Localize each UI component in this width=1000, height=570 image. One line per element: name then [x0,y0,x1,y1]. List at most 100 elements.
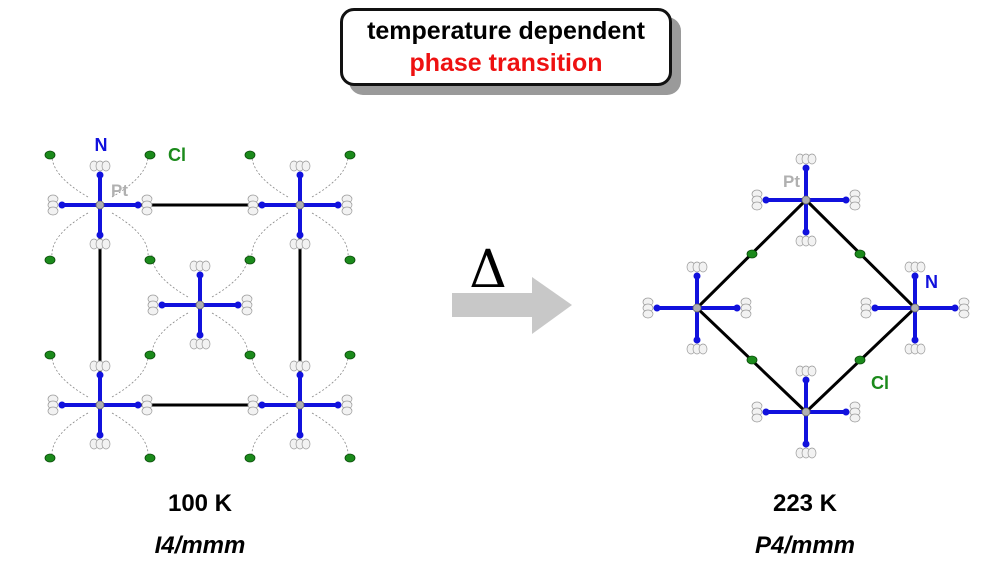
hydrogen-atom [341,406,353,416]
right-space-group: P4/mmm [735,532,875,560]
nitrogen-atom [334,201,342,209]
hydrogen-atom [740,309,752,319]
hydrogen-bond-line [51,412,89,458]
nitrogen-atom [842,408,850,416]
hydrogen-bond-line [151,252,189,298]
left-temperature: 100 K [167,490,233,517]
hydrogen-atom [301,160,311,172]
hydrogen-atom [141,406,153,416]
nitrogen-atom [802,440,810,448]
nitrogen-atom [733,304,741,312]
nitrogen-atom [802,376,810,384]
hydrogen-bond-line [311,152,349,198]
hydrogen-atom [301,438,311,450]
nitrogen-atom [762,408,770,416]
chlorine-atom [854,355,866,365]
chlorine-atom [44,150,56,160]
nitrogen-atom [871,304,879,312]
hydrogen-atom [47,406,59,416]
hydrogen-bond-line [311,412,349,458]
platinum-atom [95,200,105,210]
hydrogen-bond-line [51,212,89,258]
nitrogen-atom [258,401,266,409]
hydrogen-bond-line [111,352,149,398]
hydrogen-atom [807,235,817,247]
chlorine-atom [144,350,156,360]
nitrogen-atom [693,336,701,344]
hydrogen-atom [807,447,817,459]
nitrogen-atom [842,196,850,204]
hydrogen-atom [642,309,654,319]
nitrogen-atom [96,431,104,439]
hydrogen-atom [101,160,111,172]
hydrogen-bond-line [251,152,289,198]
platinum-atom [295,400,305,410]
hydrogen-atom [301,360,311,372]
hydrogen-atom [807,365,817,377]
hydrogen-atom [101,360,111,372]
hydrogen-atom [916,261,926,273]
hydrogen-atom [341,206,353,216]
nitrogen-atom [296,431,304,439]
nitrogen-atom [258,201,266,209]
transition-arrow [452,277,572,334]
nitrogen-atom [58,401,66,409]
nitrogen-atom [296,231,304,239]
chlorine-atom [746,249,758,259]
right-structure-panel [642,153,970,459]
platinum-atom [95,400,105,410]
nitrogen-atom [196,271,204,279]
platinum-atom [910,303,920,313]
hydrogen-atom [849,201,861,211]
hydrogen-bond-line [151,312,189,358]
hydrogen-bond-line [311,352,349,398]
hydrogen-atom [751,201,763,211]
hydrogen-bond-line [111,212,149,258]
chlorine-atom [344,350,356,360]
left-space-group-prefix: I4 [154,532,175,559]
right-space-group-prefix: P4 [754,532,785,559]
nitrogen-atom [762,196,770,204]
platinum-atom [295,200,305,210]
nitrogen-atom [158,301,166,309]
nitrogen-atom [653,304,661,312]
chlorine-atom [746,355,758,365]
nitrogen-atom [951,304,959,312]
hydrogen-bond-line [251,412,289,458]
chlorine-atom [144,150,156,160]
hydrogen-atom [147,306,159,316]
arrow-head [532,277,572,334]
hydrogen-atom [247,206,259,216]
left-n-label: N [95,135,108,155]
nitrogen-atom [96,371,104,379]
chlorine-atom [344,453,356,463]
nitrogen-atom [134,401,142,409]
hydrogen-bond-line [211,312,249,358]
left-structure-panel [44,150,356,463]
hydrogen-atom [247,406,259,416]
left-space-group-suffix: /mmm [174,532,246,559]
hydrogen-atom [301,238,311,250]
hydrogen-atom [241,306,253,316]
hydrogen-bond-line [51,152,89,198]
hydrogen-atom [958,309,970,319]
hydrogen-atom [849,413,861,423]
arrow-shaft [452,293,534,317]
chlorine-atom [244,150,256,160]
chlorine-atom [344,255,356,265]
nitrogen-atom [96,171,104,179]
nitrogen-atom [334,401,342,409]
hydrogen-atom [47,206,59,216]
title-line-1: temperature dependent [367,17,645,45]
delta-symbol: Δ [469,240,507,300]
hydrogen-atom [201,260,211,272]
hydrogen-atom [141,206,153,216]
platinum-atom [801,407,811,417]
right-space-group-suffix: /mmm [784,532,856,559]
right-pt-label: Pt [783,172,800,191]
left-pt-label: Pt [111,181,128,200]
title-line-2: phase transition [409,49,603,77]
hydrogen-bond-line [51,352,89,398]
nitrogen-atom [134,201,142,209]
chlorine-atom [244,350,256,360]
